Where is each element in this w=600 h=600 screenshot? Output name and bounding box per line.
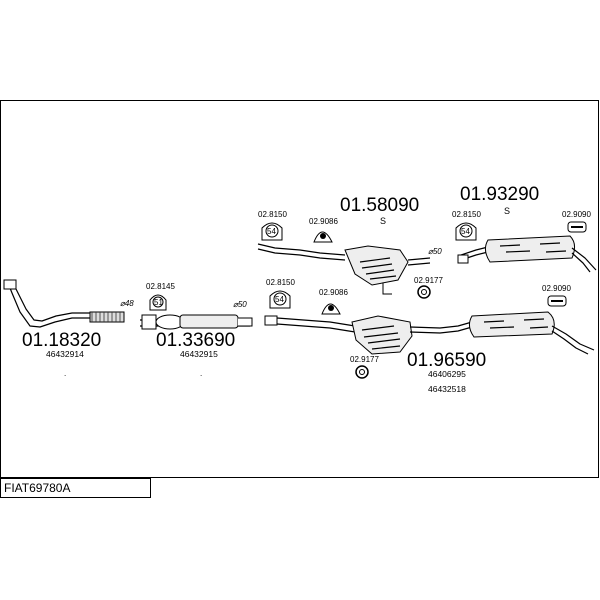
clamp-lower-num: 54 bbox=[275, 295, 284, 304]
rear-silencer-number: 01.93290 bbox=[460, 184, 539, 205]
mount-lower-right-icon[interactable] bbox=[547, 295, 567, 307]
mount-lower-icon[interactable] bbox=[321, 303, 341, 315]
rubber-upper-mid-label: 02.9177 bbox=[414, 276, 443, 285]
center-pipe-diameter: ⌀50 bbox=[233, 300, 247, 309]
mid-silencer-s[interactable] bbox=[257, 243, 431, 295]
mount-upper-right-label: 02.9090 bbox=[562, 210, 591, 219]
diagram-code: FIAT69780A bbox=[0, 478, 151, 498]
assembly-oe-1: 46406295 bbox=[428, 369, 466, 379]
center-pipe[interactable] bbox=[140, 314, 253, 330]
front-pipe[interactable] bbox=[3, 279, 125, 328]
clamp-lower-icon[interactable]: 54 bbox=[269, 290, 291, 309]
clamp-upper-left-label: 02.8150 bbox=[258, 210, 287, 219]
rubber-upper-mid-icon[interactable] bbox=[417, 285, 431, 299]
front-pipe-oe: 46432914 bbox=[46, 349, 84, 359]
clamp-upper-right-icon[interactable]: 54 bbox=[455, 222, 477, 241]
center-pipe-dot: . bbox=[200, 369, 202, 378]
mid-silencer-variant: S bbox=[380, 216, 386, 226]
center-pipe-number: 01.33690 bbox=[156, 330, 235, 351]
rear-silencer-variant: S bbox=[504, 206, 510, 216]
center-pipe-oe: 46432915 bbox=[180, 349, 218, 359]
assembly-oe-2: 46432518 bbox=[428, 384, 466, 394]
mount-lower-label: 02.9086 bbox=[319, 288, 348, 297]
front-pipe-dot: . bbox=[64, 369, 66, 378]
mid-silencer-number: 01.58090 bbox=[340, 195, 419, 216]
mount-upper-left-icon[interactable] bbox=[313, 231, 333, 243]
clamp-front-num: 51 bbox=[154, 298, 163, 307]
clamp-upper-right-num: 54 bbox=[461, 227, 470, 236]
front-pipe-diameter: ⌀48 bbox=[120, 299, 134, 308]
clamp-front-label: 02.8145 bbox=[146, 282, 175, 291]
clamp-upper-left-icon[interactable]: 54 bbox=[261, 222, 283, 241]
mount-upper-right-icon[interactable] bbox=[567, 221, 587, 233]
mid-silencer-diameter: ⌀50 bbox=[428, 247, 442, 256]
rubber-lower-icon[interactable] bbox=[355, 365, 369, 379]
mount-lower-right-label: 02.9090 bbox=[542, 284, 571, 293]
assembly-number: 01.96590 bbox=[407, 350, 486, 371]
rubber-lower-label: 02.9177 bbox=[350, 355, 379, 364]
rear-silencer-s[interactable] bbox=[457, 235, 597, 273]
diagram-frame bbox=[0, 100, 599, 478]
mount-upper-left-label: 02.9086 bbox=[309, 217, 338, 226]
mid-rear-assembly[interactable] bbox=[264, 311, 595, 355]
clamp-upper-left-num: 54 bbox=[267, 227, 276, 236]
clamp-upper-right-label: 02.8150 bbox=[452, 210, 481, 219]
clamp-front-icon[interactable]: 51 bbox=[149, 294, 167, 311]
clamp-lower-label: 02.8150 bbox=[266, 278, 295, 287]
front-pipe-number: 01.18320 bbox=[22, 330, 101, 351]
